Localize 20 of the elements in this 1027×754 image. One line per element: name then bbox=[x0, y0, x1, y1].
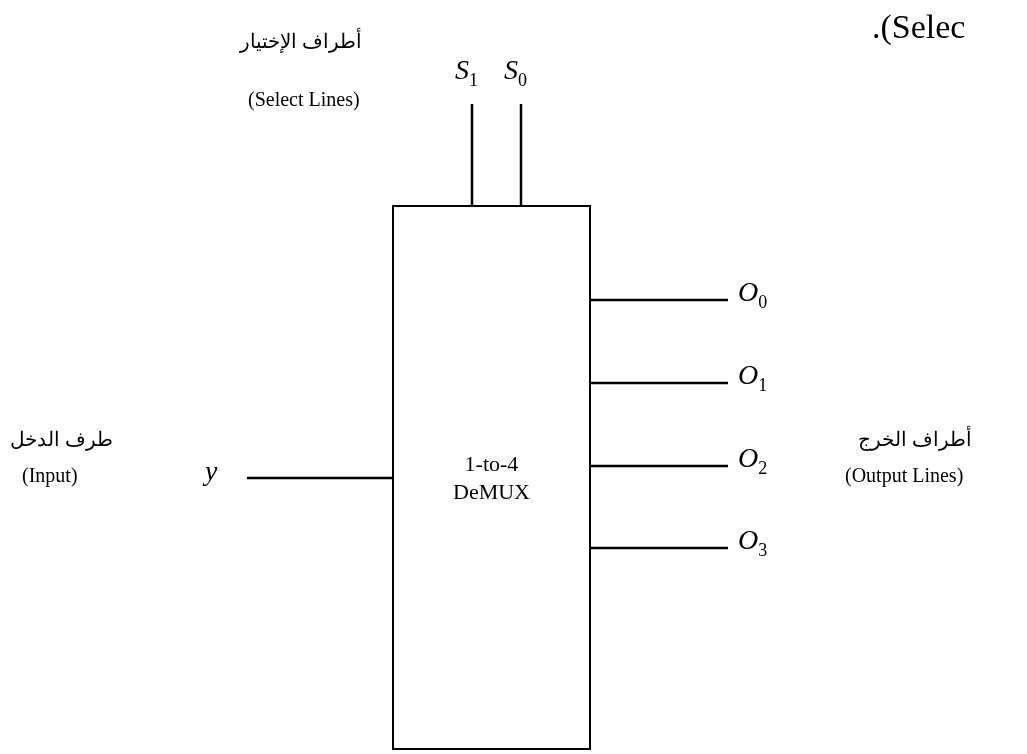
annotation-text: طرف الدخل bbox=[10, 428, 113, 450]
annotation-text: (Select Lines) bbox=[248, 88, 360, 110]
signal-label: O$_{3}$ bbox=[738, 526, 768, 559]
connection-line bbox=[591, 381, 728, 385]
connection-line bbox=[519, 104, 523, 205]
connection-line bbox=[591, 298, 728, 302]
connection-line bbox=[470, 104, 474, 205]
signal-label: S$_{0}$ bbox=[504, 56, 527, 89]
signal-label: S$_{1}$ bbox=[455, 56, 478, 89]
signal-label: O$_{2}$ bbox=[738, 444, 768, 477]
annotation-text: (Output Lines) bbox=[845, 464, 964, 486]
connection-line bbox=[591, 464, 728, 468]
demux-block bbox=[392, 205, 591, 750]
signal-label: O$_{1}$ bbox=[738, 361, 768, 394]
annotation-text: (Input) bbox=[22, 464, 78, 486]
connection-line bbox=[591, 546, 728, 550]
block-label: 1-to-4 DeMUX bbox=[452, 450, 531, 505]
connection-line bbox=[247, 476, 392, 480]
annotation-text: .(Selec bbox=[872, 8, 966, 46]
signal-label: O$_{0}$ bbox=[738, 278, 768, 311]
